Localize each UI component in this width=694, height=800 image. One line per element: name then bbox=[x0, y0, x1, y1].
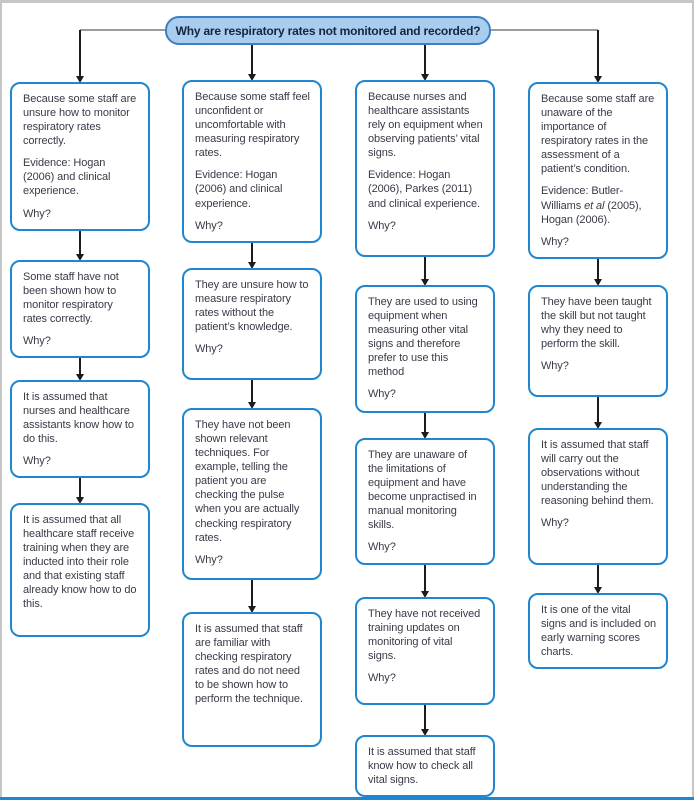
arrow-head-down-icon bbox=[247, 402, 256, 409]
box-text: They have not received training updates … bbox=[368, 608, 481, 663]
box-text: Evidence: Hogan (2006) and clinical expe… bbox=[23, 157, 111, 198]
connector-line bbox=[80, 29, 165, 31]
arrow-line bbox=[79, 30, 81, 77]
root-question-label: Why are respiratory rates not monitored … bbox=[175, 23, 481, 38]
arrow-head-down-icon bbox=[593, 279, 602, 286]
why-box-c1-r4: It is assumed that all healthcare staff … bbox=[10, 503, 150, 637]
why-box-c3-r3: They are unaware of the limitations of e… bbox=[355, 438, 495, 565]
box-text: Why? bbox=[541, 360, 569, 373]
arrow-line bbox=[79, 477, 81, 498]
box-text: It is assumed that staff are familiar wi… bbox=[195, 623, 303, 706]
box-text: Why? bbox=[195, 343, 223, 356]
box-text: Some staff have not been shown how to mo… bbox=[23, 271, 119, 326]
box-text: They have not been shown relevant techni… bbox=[195, 419, 300, 544]
arrow-head-down-icon bbox=[247, 74, 256, 81]
box-text: Evidence: Hogan (2006), Parkes (2011) an… bbox=[368, 169, 480, 210]
why-box-c4-r2: They have been taught the skill but not … bbox=[528, 285, 668, 397]
arrow-line bbox=[79, 230, 81, 255]
arrow-head-down-icon bbox=[593, 587, 602, 594]
root-question-box: Why are respiratory rates not monitored … bbox=[165, 16, 491, 45]
why-box-c2-r3: They have not been shown relevant techni… bbox=[182, 408, 322, 580]
box-text: Why? bbox=[195, 553, 223, 566]
arrow-line bbox=[424, 45, 426, 75]
arrow-line bbox=[251, 579, 253, 607]
box-text: Because nurses and healthcare assistants… bbox=[368, 91, 483, 160]
box-text: It is assumed that nurses and healthcare… bbox=[23, 391, 134, 446]
connector-line bbox=[491, 29, 598, 31]
arrow-head-down-icon bbox=[247, 262, 256, 269]
arrow-head-down-icon bbox=[420, 432, 429, 439]
box-text: Why? bbox=[368, 541, 396, 554]
arrow-line bbox=[424, 704, 426, 730]
arrow-head-down-icon bbox=[593, 76, 602, 83]
arrow-head-down-icon bbox=[75, 497, 84, 504]
box-text: Why? bbox=[368, 388, 396, 401]
box-text: Because some staff are unsure how to mon… bbox=[23, 93, 137, 148]
why-box-c1-r2: Some staff have not been shown how to mo… bbox=[10, 260, 150, 359]
arrow-line bbox=[251, 379, 253, 403]
arrow-line bbox=[79, 357, 81, 375]
why-box-c4-r3: It is assumed that staff will carry out … bbox=[528, 428, 668, 565]
why-box-c2-r2: They are unsure how to measure respirato… bbox=[182, 268, 322, 380]
box-text: It is assumed that staff know how to che… bbox=[368, 746, 476, 787]
frame-left-border bbox=[0, 0, 2, 800]
frame-top-border bbox=[0, 0, 694, 3]
arrow-head-down-icon bbox=[247, 606, 256, 613]
arrow-line bbox=[597, 30, 599, 77]
box-text: Why? bbox=[541, 235, 569, 248]
box-text: Why? bbox=[23, 207, 51, 220]
box-text: Because some staff feel unconfident or u… bbox=[195, 91, 310, 160]
why-box-c1-r1: Because some staff are unsure how to mon… bbox=[10, 82, 150, 231]
arrow-line bbox=[251, 45, 253, 75]
arrow-line bbox=[597, 564, 599, 588]
box-text: Why? bbox=[368, 219, 396, 232]
arrow-head-down-icon bbox=[593, 422, 602, 429]
why-box-c2-r4: It is assumed that staff are familiar wi… bbox=[182, 612, 322, 747]
arrow-line bbox=[597, 258, 599, 280]
box-text: They are unaware of the limitations of e… bbox=[368, 449, 477, 532]
box-text: It is assumed that staff will carry out … bbox=[541, 439, 654, 508]
box-text: They have been taught the skill but not … bbox=[541, 296, 652, 351]
why-box-c3-r4: They have not received training updates … bbox=[355, 597, 495, 705]
why-box-c3-r1: Because nurses and healthcare assistants… bbox=[355, 80, 495, 257]
box-text: Why? bbox=[368, 672, 396, 685]
why-box-c2-r1: Because some staff feel unconfident or u… bbox=[182, 80, 322, 243]
box-text: Why? bbox=[23, 335, 51, 348]
frame-right-border bbox=[692, 0, 694, 800]
box-text: Why? bbox=[541, 517, 569, 530]
box-text: It is one of the vital signs and is incl… bbox=[541, 604, 657, 659]
why-box-c4-r1: Because some staff are unaware of the im… bbox=[528, 82, 668, 259]
box-text: Why? bbox=[23, 455, 51, 468]
arrow-head-down-icon bbox=[75, 254, 84, 261]
arrow-line bbox=[597, 396, 599, 423]
why-box-c3-r5: It is assumed that staff know how to che… bbox=[355, 735, 495, 798]
arrow-line bbox=[251, 242, 253, 263]
arrow-head-down-icon bbox=[420, 729, 429, 736]
box-text: Because some staff are unaware of the im… bbox=[541, 93, 655, 176]
why-box-c4-r4: It is one of the vital signs and is incl… bbox=[528, 593, 668, 670]
box-text: It is assumed that all healthcare staff … bbox=[23, 514, 137, 611]
arrow-head-down-icon bbox=[75, 374, 84, 381]
box-text: They are used to using equipment when me… bbox=[368, 296, 478, 379]
arrow-head-down-icon bbox=[420, 591, 429, 598]
why-box-c3-r2: They are used to using equipment when me… bbox=[355, 285, 495, 413]
why-box-c1-r3: It is assumed that nurses and healthcare… bbox=[10, 380, 150, 479]
box-text: Evidence: Hogan (2006) and clinical expe… bbox=[195, 169, 283, 210]
arrow-head-down-icon bbox=[420, 279, 429, 286]
box-text: They are unsure how to measure respirato… bbox=[195, 279, 309, 334]
frame-bottom-border bbox=[0, 797, 694, 800]
box-text: Evidence: Butler-Williams et al (2005), … bbox=[541, 185, 642, 226]
arrow-head-down-icon bbox=[420, 74, 429, 81]
arrow-line bbox=[424, 564, 426, 592]
box-text: Why? bbox=[195, 219, 223, 232]
arrow-head-down-icon bbox=[75, 76, 84, 83]
arrow-line bbox=[424, 412, 426, 433]
arrow-line bbox=[424, 256, 426, 280]
